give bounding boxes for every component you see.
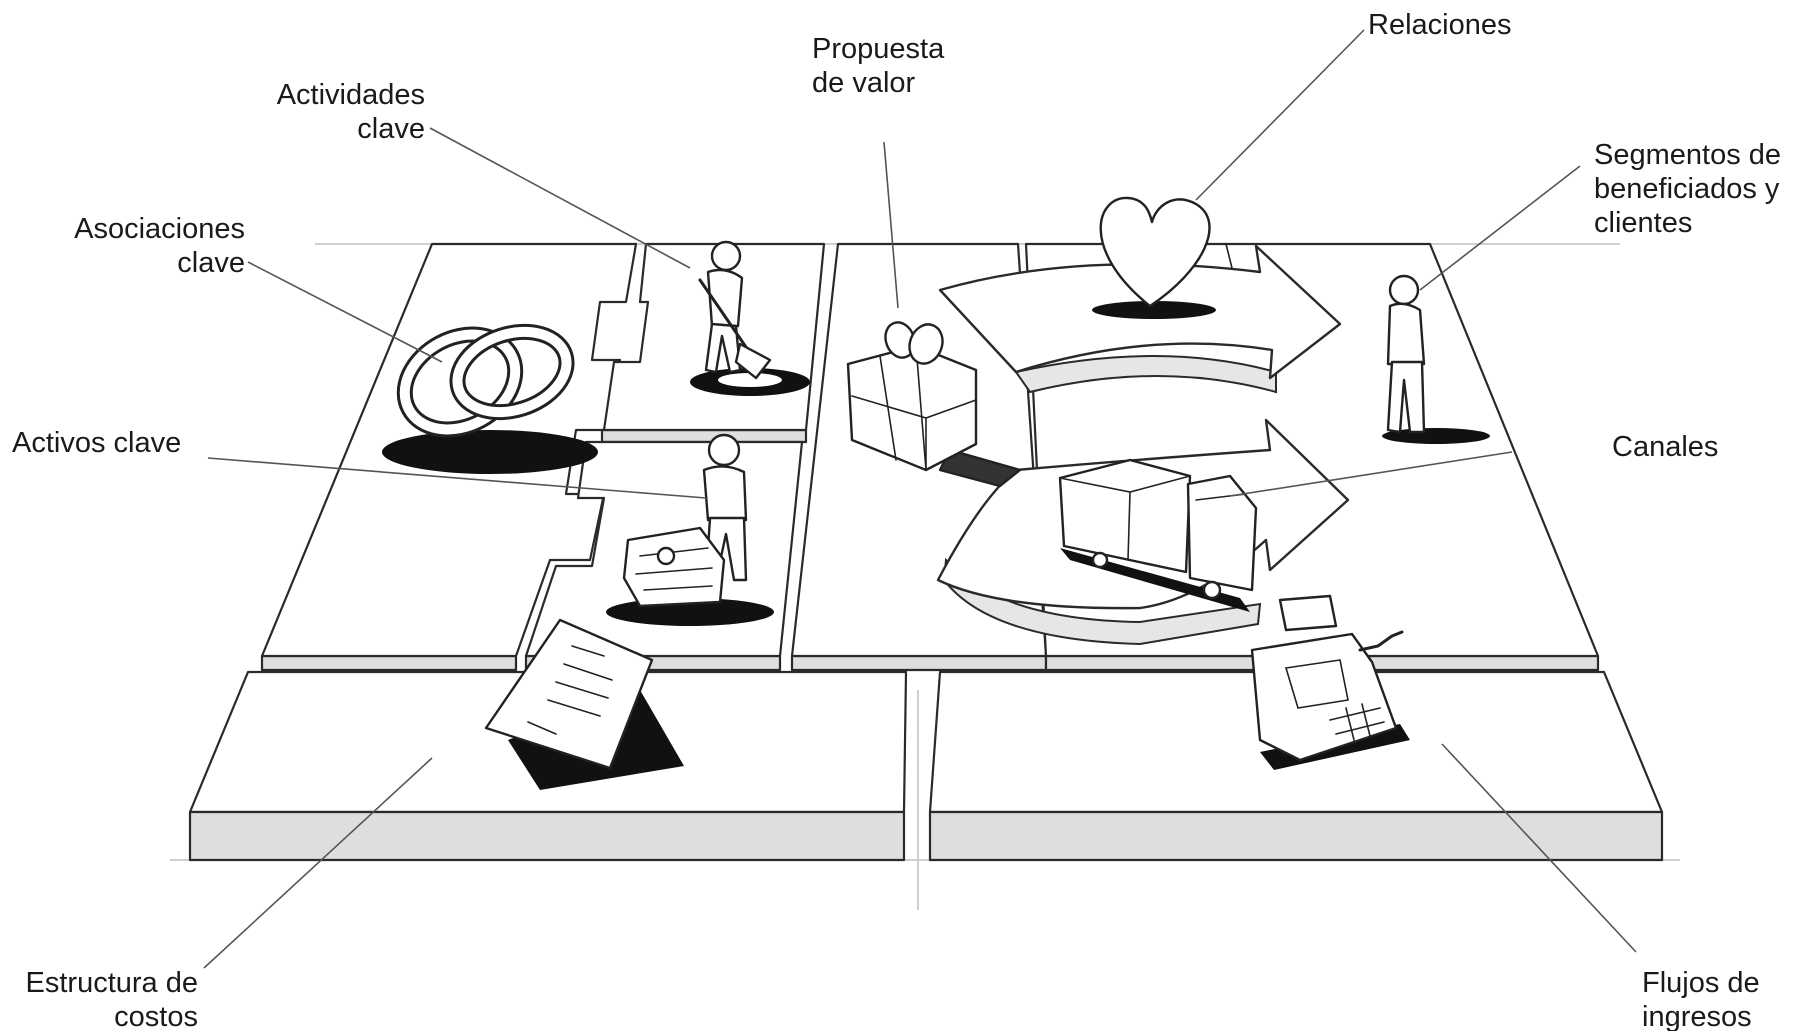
heart-icon xyxy=(1092,196,1216,319)
label-estructura-de-costos-line2: costos xyxy=(114,1001,198,1031)
label-estructura-de-costos-line1: Estructura de xyxy=(26,967,198,999)
person-digging-icon xyxy=(690,240,810,396)
gift-box-icon xyxy=(846,321,1022,488)
label-flujos-de-ingresos-line1: Flujos de xyxy=(1642,967,1760,999)
board-bottom xyxy=(188,670,1664,862)
person-standing-icon xyxy=(1382,274,1490,444)
label-segmentos-line1: Segmentos de xyxy=(1594,139,1781,171)
label-asociaciones-clave-line1: Asociaciones xyxy=(74,213,245,245)
cash-register-icon xyxy=(1250,594,1410,770)
label-relaciones: Relaciones xyxy=(1368,9,1511,41)
rings-icon xyxy=(382,323,598,474)
label-canales: Canales xyxy=(1612,431,1718,463)
label-actividades-clave-line2: clave xyxy=(357,113,425,145)
label-flujos-de-ingresos-line2: ingresos xyxy=(1642,1001,1752,1031)
person-machine-icon xyxy=(606,433,774,626)
label-activos-clave: Activos clave xyxy=(12,427,181,459)
labels: Actividades clave Asociaciones clave Act… xyxy=(12,9,1781,1031)
label-propuesta-de-valor-line1: Propuesta xyxy=(812,33,945,65)
label-asociaciones-clave-line2: clave xyxy=(177,247,245,279)
leader-lines xyxy=(203,29,1637,969)
label-propuesta-de-valor-line2: de valor xyxy=(812,67,916,99)
document-icon xyxy=(484,618,684,790)
truck-icon xyxy=(1058,458,1258,612)
label-segmentos-line3: clientes xyxy=(1594,207,1692,239)
label-actividades-clave-line1: Actividades xyxy=(277,79,425,111)
label-segmentos-line2: beneficiados y xyxy=(1594,173,1780,205)
